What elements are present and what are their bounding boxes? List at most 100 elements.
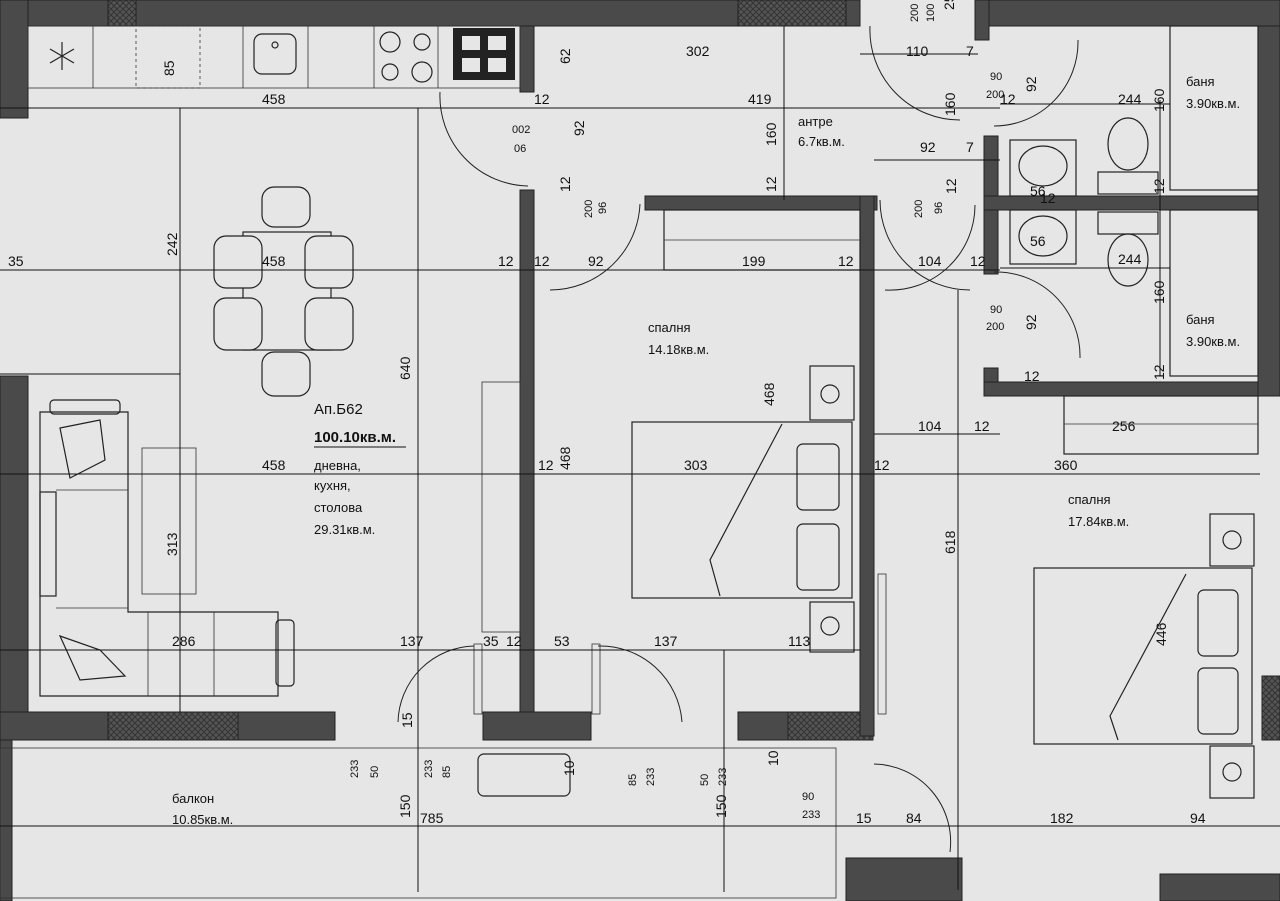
svg-text:200: 200: [583, 200, 595, 218]
balcony-area: 10.85кв.м.: [172, 812, 233, 827]
tv-unit: [481, 381, 521, 633]
svg-text:160: 160: [1151, 280, 1167, 304]
svg-text:446: 446: [1153, 622, 1169, 646]
dim-label: 35: [483, 633, 499, 649]
sink-icon: [253, 33, 297, 75]
dim-label: 94: [1190, 810, 1206, 826]
dim-label: 7: [966, 139, 974, 155]
dimension-lines: [0, 26, 1280, 892]
lamp-icon: [1222, 762, 1242, 782]
svg-text:96: 96: [597, 202, 609, 214]
svg-text:200: 200: [909, 4, 921, 22]
dim-label: 84: [906, 810, 922, 826]
dim-label: 12: [874, 457, 890, 473]
svg-text:160: 160: [763, 122, 779, 146]
bed-bedroom1: [631, 421, 853, 599]
hall-label: антре: [798, 114, 833, 129]
dim-label: 7: [966, 43, 974, 59]
dim-label: 182: [1050, 810, 1074, 826]
lamp-icon: [1222, 530, 1242, 550]
svg-text:92: 92: [1023, 76, 1039, 92]
dim-label: 12: [534, 91, 550, 107]
dim-label: 12: [498, 253, 514, 269]
svg-text:640: 640: [397, 356, 413, 380]
dim-label: 256: [1112, 418, 1136, 434]
svg-text:10: 10: [765, 750, 781, 766]
dim-label: 303: [684, 457, 708, 473]
svg-text:150: 150: [397, 794, 413, 818]
dim-label: 200: [986, 89, 1004, 101]
dim-label: 200: [986, 321, 1004, 333]
dim-label: 199: [742, 253, 766, 269]
svg-text:12: 12: [1151, 364, 1167, 380]
dim-label: 233: [802, 809, 820, 821]
dim-label: 002: [512, 124, 530, 136]
doors: [397, 25, 1081, 853]
bedroom2-area: 17.84кв.м.: [1068, 514, 1129, 529]
svg-text:242: 242: [164, 232, 180, 256]
svg-text:15: 15: [399, 712, 415, 728]
svg-text:12: 12: [943, 178, 959, 194]
dim-label: 458: [262, 91, 286, 107]
svg-text:233: 233: [349, 760, 361, 778]
svg-text:10: 10: [561, 760, 577, 776]
dim-label: 92: [588, 253, 604, 269]
dim-label: 12: [506, 633, 522, 649]
bath2-area: 3.90кв.м.: [1186, 334, 1240, 349]
fridge-icon: [49, 42, 75, 70]
dim-label: 15: [856, 810, 872, 826]
svg-text:12: 12: [557, 176, 573, 192]
svg-text:468: 468: [761, 382, 777, 406]
stove-icon: [379, 31, 433, 83]
nightstand: [1209, 745, 1255, 799]
svg-text:160: 160: [1151, 88, 1167, 112]
svg-text:313: 313: [164, 532, 180, 556]
svg-text:12: 12: [763, 176, 779, 192]
dim-label: 244: [1118, 91, 1142, 107]
dim-label: 12: [538, 457, 554, 473]
dim-label: 113: [788, 633, 811, 649]
dim-label: 785: [420, 810, 444, 826]
bathroom1-fixtures: [1009, 25, 1259, 197]
vertical-dimension-labels: 242 640 313 160 62 85 92 12 468 468 160 …: [161, 0, 1169, 818]
bed-bedroom2: [1033, 567, 1253, 745]
svg-text:233: 233: [645, 768, 657, 786]
living-room-label-3: столова: [314, 500, 363, 515]
apartment-total-area: 100.10кв.м.: [314, 429, 396, 446]
dim-label: 458: [262, 457, 286, 473]
bedroom1-label: спалня: [648, 320, 691, 335]
living-room-label-2: кухня,: [314, 478, 351, 493]
svg-text:160: 160: [942, 92, 958, 116]
dim-label: 12: [838, 253, 854, 269]
dim-label: 53: [554, 633, 570, 649]
dim-label: 12: [1024, 368, 1040, 384]
svg-text:200: 200: [913, 200, 925, 218]
svg-text:233: 233: [423, 760, 435, 778]
svg-text:50: 50: [369, 766, 381, 778]
nightstand: [1209, 513, 1255, 567]
dim-label: 137: [400, 633, 424, 649]
svg-text:92: 92: [1023, 314, 1039, 330]
dim-label: 104: [918, 418, 942, 434]
dim-label: 90: [990, 71, 1002, 83]
dim-label: 12: [1040, 190, 1056, 206]
hall-area: 6.7кв.м.: [798, 134, 845, 149]
coffee-table: [141, 447, 197, 595]
svg-text:62: 62: [557, 48, 573, 64]
svg-text:92: 92: [571, 120, 587, 136]
nightstand: [809, 365, 855, 421]
apartment-id: Ап.Б62: [314, 401, 363, 418]
bath1-label: баня: [1186, 74, 1215, 89]
svg-text:12: 12: [1151, 178, 1167, 194]
dim-label: 12: [1000, 91, 1016, 107]
bedroom2-label: спалня: [1068, 492, 1111, 507]
svg-text:85: 85: [627, 774, 639, 786]
living-room-area: 29.31кв.м.: [314, 522, 375, 537]
lamp-icon: [820, 616, 840, 636]
svg-text:85: 85: [441, 766, 453, 778]
svg-text:100: 100: [925, 4, 937, 22]
dim-label: 90: [802, 791, 814, 803]
oven-icon: [453, 28, 515, 80]
svg-text:233: 233: [717, 768, 729, 786]
svg-text:150: 150: [713, 794, 729, 818]
